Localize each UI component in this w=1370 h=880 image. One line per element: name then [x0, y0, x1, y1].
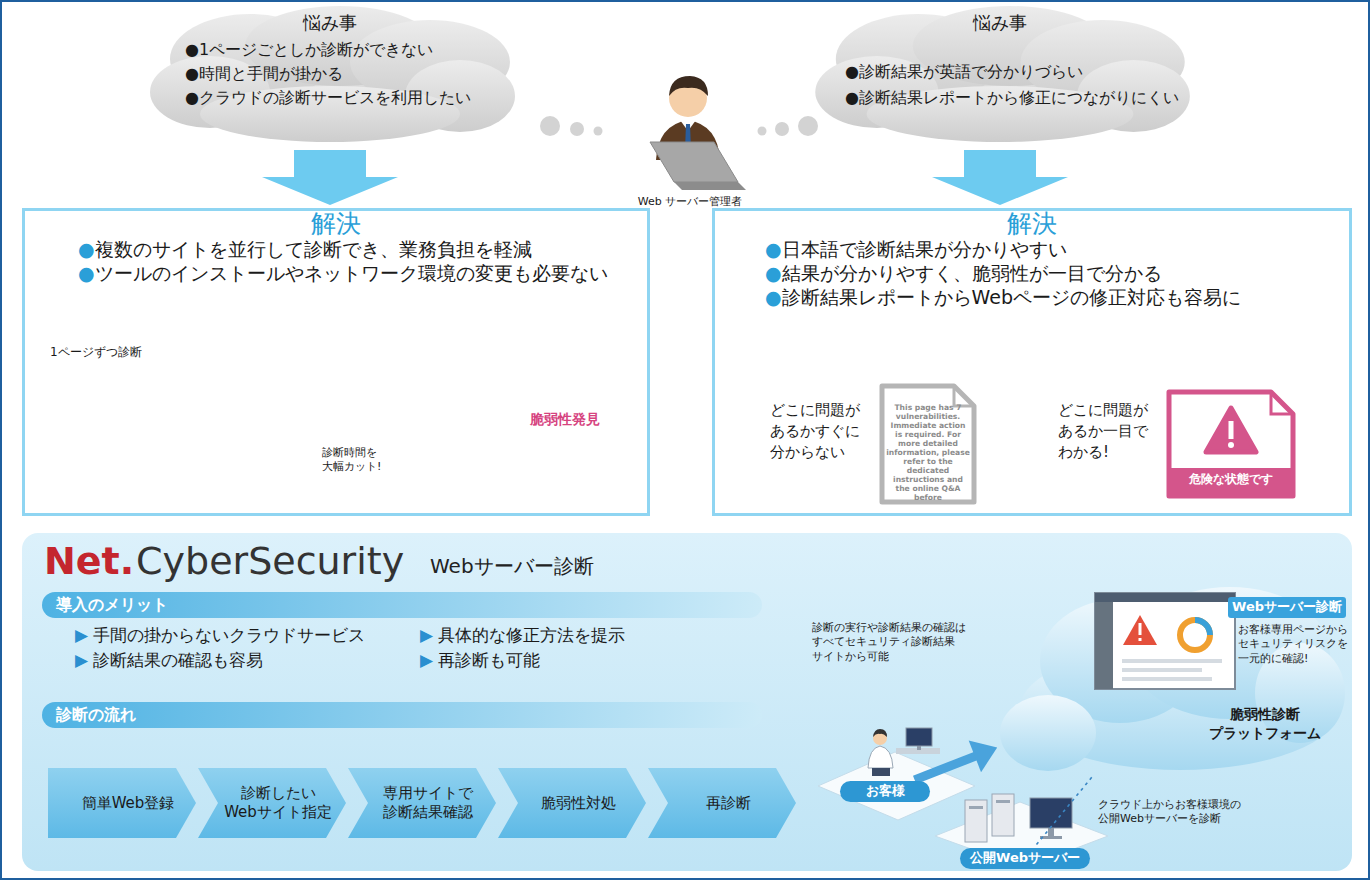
merit-item: ▶ 具体的な修正方法を提示: [420, 625, 625, 646]
server-illustration: [935, 794, 1108, 868]
connector: [262, 150, 398, 205]
concern-item: ●クラウドの診断サービスを利用したい: [185, 88, 471, 108]
step-text: 脆弱性対処: [498, 768, 646, 838]
illustration-part: [996, 800, 1010, 803]
connector: [915, 741, 998, 780]
illustration-part: [669, 76, 708, 96]
illustration-caption: 1ページずつ診断: [50, 345, 142, 360]
flow-step: 専用サイトで 診断結果確認: [348, 768, 496, 838]
logo-mark: Net.: [44, 539, 134, 585]
solution-box: 解決●日本語で診断結果が分かりやすい●結果が分かりやすく、脆弱性が一目で分かる●…: [712, 208, 1352, 516]
solution-heading: 解決: [25, 210, 647, 238]
note-text: お客様専用ページから セキュリティリスクを 一元的に確認!: [1238, 623, 1352, 666]
alert-caption: 脆弱性発見: [530, 411, 600, 429]
concern-item: ●診断結果が英語で分かりづらい: [845, 62, 1083, 82]
solution-point: ●診断結果レポートからWebページの修正対応も容易に: [765, 286, 1241, 310]
warning-text: 危険な状態です: [1165, 472, 1297, 487]
customer-pill: お客様: [840, 781, 930, 802]
service-tag: Webサーバー診断: [1228, 597, 1346, 618]
solution-point: ●日本語で診断結果が分かりやすい: [765, 238, 1067, 262]
tag-text: Webサーバー診断: [1228, 597, 1346, 618]
illustration-caption: 診断時間を 大幅カット!: [322, 446, 388, 474]
concern-item: ●1ページごとしか診断ができない: [185, 40, 433, 60]
comparison-caption: どこに問題が あるかすぐに 分からない: [770, 400, 866, 463]
illustration-part: [906, 728, 932, 746]
cloud-heading: 悩み事: [805, 12, 1195, 35]
pill-text: お客様: [840, 781, 930, 802]
illustration-part: [540, 116, 560, 136]
illustration-part: [758, 127, 767, 136]
merit-item: ▶ 診断結果の確認も容易: [75, 650, 263, 671]
section-band: 診断の流れ: [42, 702, 762, 728]
warning-doc: 危険な状態です: [1165, 388, 1297, 500]
cloud-heading: 悩み事: [140, 12, 520, 35]
illustration-part: [570, 122, 584, 136]
illustration-part: [1030, 798, 1072, 828]
admin-icon: [650, 76, 746, 190]
server-pill: 公開Webサーバー: [960, 848, 1090, 869]
solution-heading: 解決: [715, 210, 1349, 238]
logo-name: CyberSecurity: [136, 539, 404, 585]
report-text: This page has 7 vulnerabilities. Immedia…: [886, 404, 970, 502]
service-name: Webサーバー診断: [430, 554, 594, 579]
illustration-part: [674, 182, 746, 190]
solution-point: ●複数のサイトを並行して診断でき、業務負担を軽減: [78, 238, 532, 262]
illustration-part: [1040, 836, 1062, 839]
merit-item: ▶ 手間の掛からないクラウドサービス: [75, 625, 365, 646]
connector: [1036, 777, 1092, 845]
connector: [932, 150, 1068, 205]
customer-desk-illustration: [818, 728, 975, 820]
flow-step: 簡単Web登録: [48, 768, 196, 838]
illustration-part: [935, 802, 1108, 868]
solution-point: ●ツールのインストールやネットワーク環境の変更も必要ない: [78, 262, 608, 286]
note-text: クラウド上からお客様環境の 公開Webサーバーを診断: [1098, 798, 1250, 827]
illustration-part: [775, 122, 789, 136]
illustration-part: [872, 768, 890, 776]
concern-item: ●時間と手間が掛かる: [185, 64, 343, 84]
flow-step: 診断したい Webサイト指定: [198, 768, 346, 838]
merit-item: ▶ 再診断も可能: [420, 650, 540, 671]
step-text: 簡単Web登録: [48, 768, 196, 838]
illustration-part: [868, 746, 893, 768]
illustration-part: [650, 142, 738, 182]
section-band: 導入のメリット: [42, 592, 762, 618]
illustration-part: [917, 746, 921, 750]
illustration-part: [873, 729, 887, 737]
note-text: 診断の実行や診断結果の確認は すべてセキュリティ診断結果 サイトから可能: [812, 621, 969, 664]
illustration-part: [969, 806, 983, 809]
illustration-part: [965, 800, 987, 842]
step-text: 専用サイトで 診断結果確認: [348, 768, 496, 838]
role-label: Web サーバー管理者: [635, 196, 745, 208]
block-arrow: [262, 150, 398, 205]
band-title: 導入のメリット: [56, 595, 168, 615]
illustration-part: [798, 116, 818, 136]
concern-cloud: 悩み事 ●診断結果が英語で分かりづらい ●診断結果レポートから修正につながりにくい: [805, 4, 1195, 144]
connector-line: [1036, 777, 1092, 845]
comparison-caption: どこに問題が あるか一目で わかる!: [1058, 400, 1154, 463]
concern-cloud: 悩み事 ●1ページごとしか診断ができない ●時間と手間が掛かる ●クラウドの診断サービ…: [140, 4, 520, 144]
illustration-part: [992, 794, 1014, 836]
solution-point: ●結果が分かりやすく、脆弱性が一目で分かる: [765, 262, 1162, 286]
arrow-head: [969, 741, 998, 773]
illustration-part: [1048, 828, 1054, 836]
flow-step: 脆弱性対処: [498, 768, 646, 838]
english-report-doc: This page has 7 vulnerabilities. Immedia…: [878, 382, 978, 506]
band-title: 診断の流れ: [56, 705, 136, 725]
step-text: 診断したい Webサイト指定: [198, 768, 346, 838]
step-text: 再診断: [648, 768, 796, 838]
connector-line: [915, 755, 980, 780]
block-arrow: [932, 150, 1068, 205]
illustration-part: [594, 127, 603, 136]
service-panel-ground: [22, 533, 1352, 871]
concern-item: ●診断結果レポートから修正につながりにくい: [845, 88, 1179, 108]
pill-text: 公開Webサーバー: [960, 848, 1090, 869]
platform-name: 脆弱性診断 プラットフォーム: [1200, 705, 1330, 743]
flow-step: 再診断: [648, 768, 796, 838]
